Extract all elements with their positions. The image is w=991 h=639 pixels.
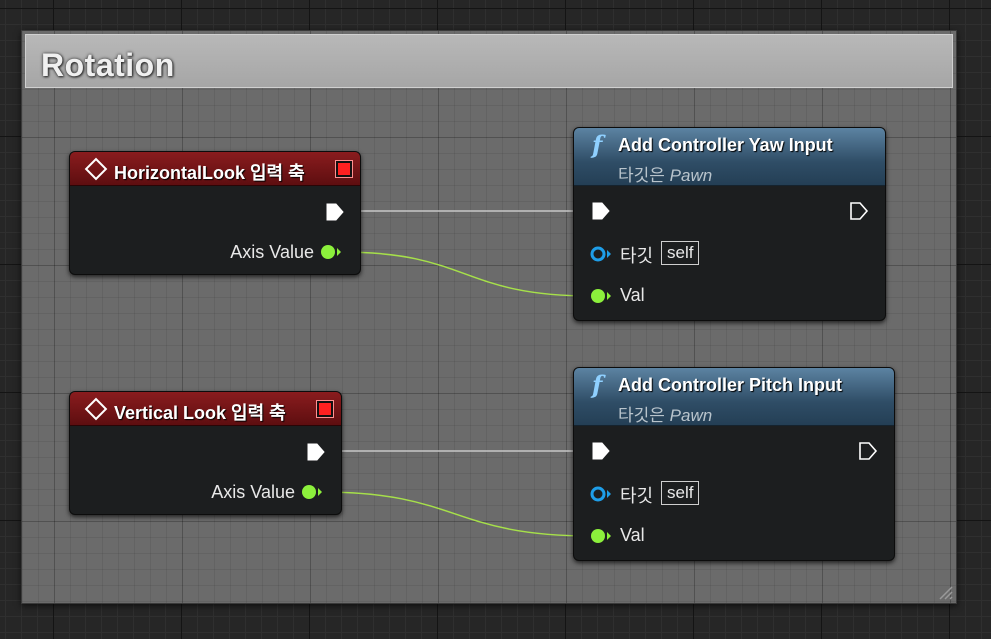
- node-header[interactable]: f Add Controller Pitch Input 타깃은 Pawn: [574, 368, 894, 426]
- object-pin-icon[interactable]: [590, 245, 612, 263]
- axis-value-label: Axis Value: [211, 482, 295, 502]
- float-pin-icon[interactable]: [590, 527, 612, 545]
- exec-out-pin-icon[interactable]: [858, 441, 878, 461]
- diamond-icon: [84, 157, 108, 181]
- target-default-value[interactable]: self: [661, 241, 700, 265]
- target-default-value[interactable]: self: [661, 481, 700, 505]
- diamond-icon: [84, 397, 108, 421]
- function-f-icon: f: [592, 370, 603, 399]
- node-title: Add Controller Yaw Input: [618, 135, 833, 155]
- input-axis-event-node[interactable]: Vertical Look 입력 축 Axis Value: [69, 391, 342, 515]
- node-header[interactable]: f Add Controller Yaw Input 타깃은 Pawn: [574, 128, 885, 186]
- comment-title: Rotation: [41, 47, 175, 83]
- exec-out-pin-icon[interactable]: [306, 442, 326, 462]
- input-axis-event-node[interactable]: HorizontalLook 입력 축 Axis Value: [69, 151, 361, 275]
- delegate-pin-icon[interactable]: [335, 160, 353, 178]
- float-wire[interactable]: [340, 251, 593, 297]
- delegate-pin-icon[interactable]: [316, 400, 334, 418]
- node-subtitle: 타깃은 Pawn: [618, 166, 713, 185]
- comment-header[interactable]: Rotation: [25, 34, 953, 88]
- axis-value-label: Axis Value: [230, 242, 314, 262]
- val-pin-label: Val: [620, 285, 645, 305]
- node-subtitle: 타깃은 Pawn: [618, 406, 713, 425]
- float-pin-icon[interactable]: [320, 243, 342, 261]
- node-title: Add Controller Pitch Input: [618, 375, 842, 395]
- function-f-icon: f: [592, 130, 603, 159]
- target-pin-label: 타깃: [620, 486, 654, 506]
- node-title: HorizontalLook 입력 축: [114, 163, 305, 183]
- exec-out-pin-icon[interactable]: [849, 201, 869, 221]
- function-call-node[interactable]: f Add Controller Pitch Input 타깃은 Pawn 타깃…: [573, 367, 895, 561]
- exec-in-pin-icon[interactable]: [591, 201, 611, 221]
- val-pin-label: Val: [620, 525, 645, 545]
- node-title: Vertical Look 입력 축: [114, 403, 286, 423]
- node-header[interactable]: Vertical Look 입력 축: [70, 392, 341, 426]
- object-pin-icon[interactable]: [590, 485, 612, 503]
- exec-out-pin-icon[interactable]: [325, 202, 345, 222]
- function-call-node[interactable]: f Add Controller Yaw Input 타깃은 Pawn 타깃 s…: [573, 127, 886, 321]
- float-pin-icon[interactable]: [301, 483, 323, 501]
- node-header[interactable]: HorizontalLook 입력 축: [70, 152, 360, 186]
- resize-grip-icon[interactable]: [937, 584, 953, 600]
- float-pin-icon[interactable]: [590, 287, 612, 305]
- target-pin-label: 타깃: [620, 246, 654, 266]
- exec-in-pin-icon[interactable]: [591, 441, 611, 461]
- float-wire[interactable]: [320, 491, 593, 537]
